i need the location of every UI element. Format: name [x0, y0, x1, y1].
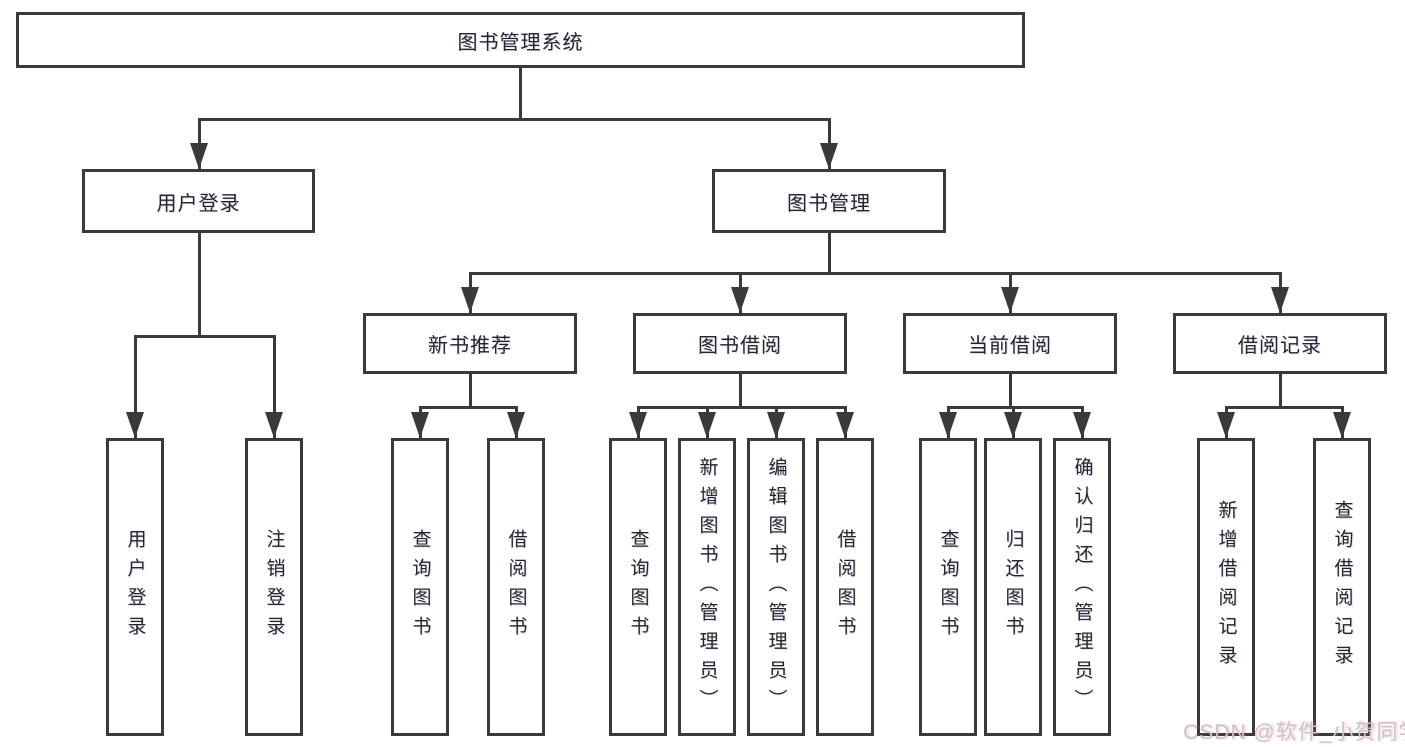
node-label: 用户登录: [124, 529, 146, 645]
connector-vline: [1009, 374, 1012, 406]
leaf-query-borrow-record: 查询借阅记录: [1313, 438, 1371, 736]
leaf-query-books-under-new-books: 查询图书: [391, 438, 449, 736]
arrow-down-icon: [1001, 287, 1019, 313]
connector-vline: [739, 374, 742, 406]
node-label: 图书管理: [787, 192, 871, 215]
connector-vline: [469, 374, 472, 406]
connector-vline: [198, 233, 201, 335]
leaf-add-borrow-record: 新增借阅记录: [1197, 438, 1255, 736]
arrow-down-icon: [939, 412, 957, 438]
arrow-down-icon: [820, 143, 838, 169]
leaf-logout: 注销登录: [245, 438, 303, 736]
connector-hline: [198, 118, 831, 121]
connector-hline: [469, 272, 1282, 275]
arrow-down-icon: [1217, 412, 1235, 438]
node-new-book-recommendation: 新书推荐: [363, 313, 577, 374]
arrow-down-icon: [411, 412, 429, 438]
leaf-user-login: 用户登录: [106, 438, 164, 736]
leaf-query-books-under-current: 查询图书: [919, 438, 977, 736]
connector-hline: [134, 335, 276, 338]
node-label: 确认归还（管理员）: [1071, 456, 1093, 718]
node-label: 归还图书: [1002, 529, 1024, 645]
node-label: 注销登录: [263, 529, 285, 645]
node-user-login: 用户登录: [82, 169, 315, 233]
node-book-management: 图书管理: [712, 169, 946, 233]
node-label: 查询图书: [627, 529, 649, 645]
node-label: 查询图书: [409, 529, 431, 645]
connector-hline: [1225, 406, 1344, 409]
node-label: 新增图书（管理员）: [696, 456, 718, 718]
arrow-down-icon: [629, 412, 647, 438]
node-label: 图书管理系统: [457, 31, 584, 54]
arrow-down-icon: [767, 412, 785, 438]
leaf-query-books-under-borrowing: 查询图书: [609, 438, 667, 736]
leaf-borrow-books-under-new-books: 借阅图书: [487, 438, 545, 736]
node-label: 当前借阅: [968, 335, 1052, 357]
csdn-watermark: CSDN @软件_小贺同学: [1183, 721, 1405, 744]
node-borrowing-records: 借阅记录: [1173, 313, 1387, 374]
connector-hline: [637, 406, 847, 409]
arrow-down-icon: [507, 412, 525, 438]
node-book-borrowing: 图书借阅: [633, 313, 847, 374]
node-label: 借阅记录: [1238, 335, 1322, 357]
connector-vline: [1279, 374, 1282, 406]
connector-vline: [134, 335, 137, 438]
node-label: 图书借阅: [698, 335, 782, 357]
connector-vline: [519, 68, 522, 118]
node-library-management-system: 图书管理系统: [16, 12, 1025, 68]
arrow-down-icon: [265, 412, 283, 438]
node-label: 新增借阅记录: [1215, 500, 1237, 674]
arrow-down-icon: [190, 143, 208, 169]
arrow-down-icon: [461, 287, 479, 313]
leaf-return-books: 归还图书: [984, 438, 1042, 736]
node-label: 查询借阅记录: [1331, 500, 1353, 674]
leaf-add-books-admin: 新增图书（管理员）: [678, 438, 736, 736]
connector-vline: [828, 233, 831, 272]
connector-hline: [419, 406, 518, 409]
arrow-down-icon: [1073, 412, 1091, 438]
node-label: 借阅图书: [834, 529, 856, 645]
arrow-down-icon: [836, 412, 854, 438]
node-label: 新书推荐: [428, 335, 512, 357]
node-label: 用户登录: [156, 192, 241, 215]
arrow-down-icon: [731, 287, 749, 313]
node-label: 查询图书: [937, 529, 959, 645]
node-label: 借阅图书: [505, 529, 527, 645]
leaf-edit-books-admin: 编辑图书（管理员）: [747, 438, 805, 736]
arrow-down-icon: [1004, 412, 1022, 438]
node-label: 编辑图书（管理员）: [765, 456, 787, 718]
arrow-down-icon: [126, 412, 144, 438]
leaf-confirm-return-admin: 确认归还（管理员）: [1053, 438, 1111, 736]
connector-vline: [273, 335, 276, 438]
node-current-borrowing: 当前借阅: [903, 313, 1117, 374]
arrow-down-icon: [1333, 412, 1351, 438]
leaf-borrow-books-under-borrowing: 借阅图书: [816, 438, 874, 736]
arrow-down-icon: [1271, 287, 1289, 313]
arrow-down-icon: [698, 412, 716, 438]
connector-hline: [947, 406, 1084, 409]
